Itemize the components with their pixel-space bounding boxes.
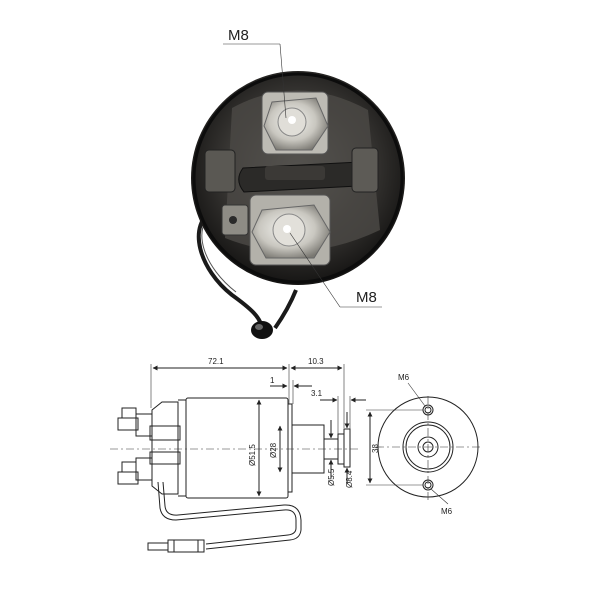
label-bottom-m6: M6 bbox=[441, 507, 453, 516]
side-view-lead bbox=[157, 481, 297, 545]
dim-plunger-extension: 10.3 bbox=[308, 357, 324, 366]
label-bottom-m8: M8 bbox=[356, 289, 377, 306]
dim-body-diameter: Ø51.5 bbox=[248, 444, 257, 466]
label-top-m6: M6 bbox=[398, 373, 410, 382]
dim-plunger-diameter: Ø5.5 bbox=[327, 468, 336, 486]
spade-connector bbox=[167, 539, 205, 553]
solenoid-photo: M8 M8 bbox=[191, 27, 405, 339]
label-top-m8: M8 bbox=[228, 27, 249, 44]
side-view: 72.1 10.3 1 3.1 Ø51.5 Ø28 Ø5.5 Ø8.4 bbox=[110, 357, 366, 553]
dim-bore-diameter: Ø28 bbox=[269, 442, 278, 458]
dim-overall-length: 72.1 bbox=[208, 357, 224, 366]
wire-connector bbox=[251, 321, 273, 339]
end-view: 38 M6 M6 bbox=[366, 373, 482, 516]
dim-flange-gap: 1 bbox=[270, 376, 275, 385]
dim-plunger-head-diameter: Ø8.4 bbox=[345, 470, 354, 488]
dim-mount-hole-spacing: 38 bbox=[371, 444, 380, 453]
dim-plunger-tip: 3.1 bbox=[311, 389, 323, 398]
lead-wire bbox=[196, 206, 264, 331]
leader-bottom-m8 bbox=[289, 232, 341, 308]
